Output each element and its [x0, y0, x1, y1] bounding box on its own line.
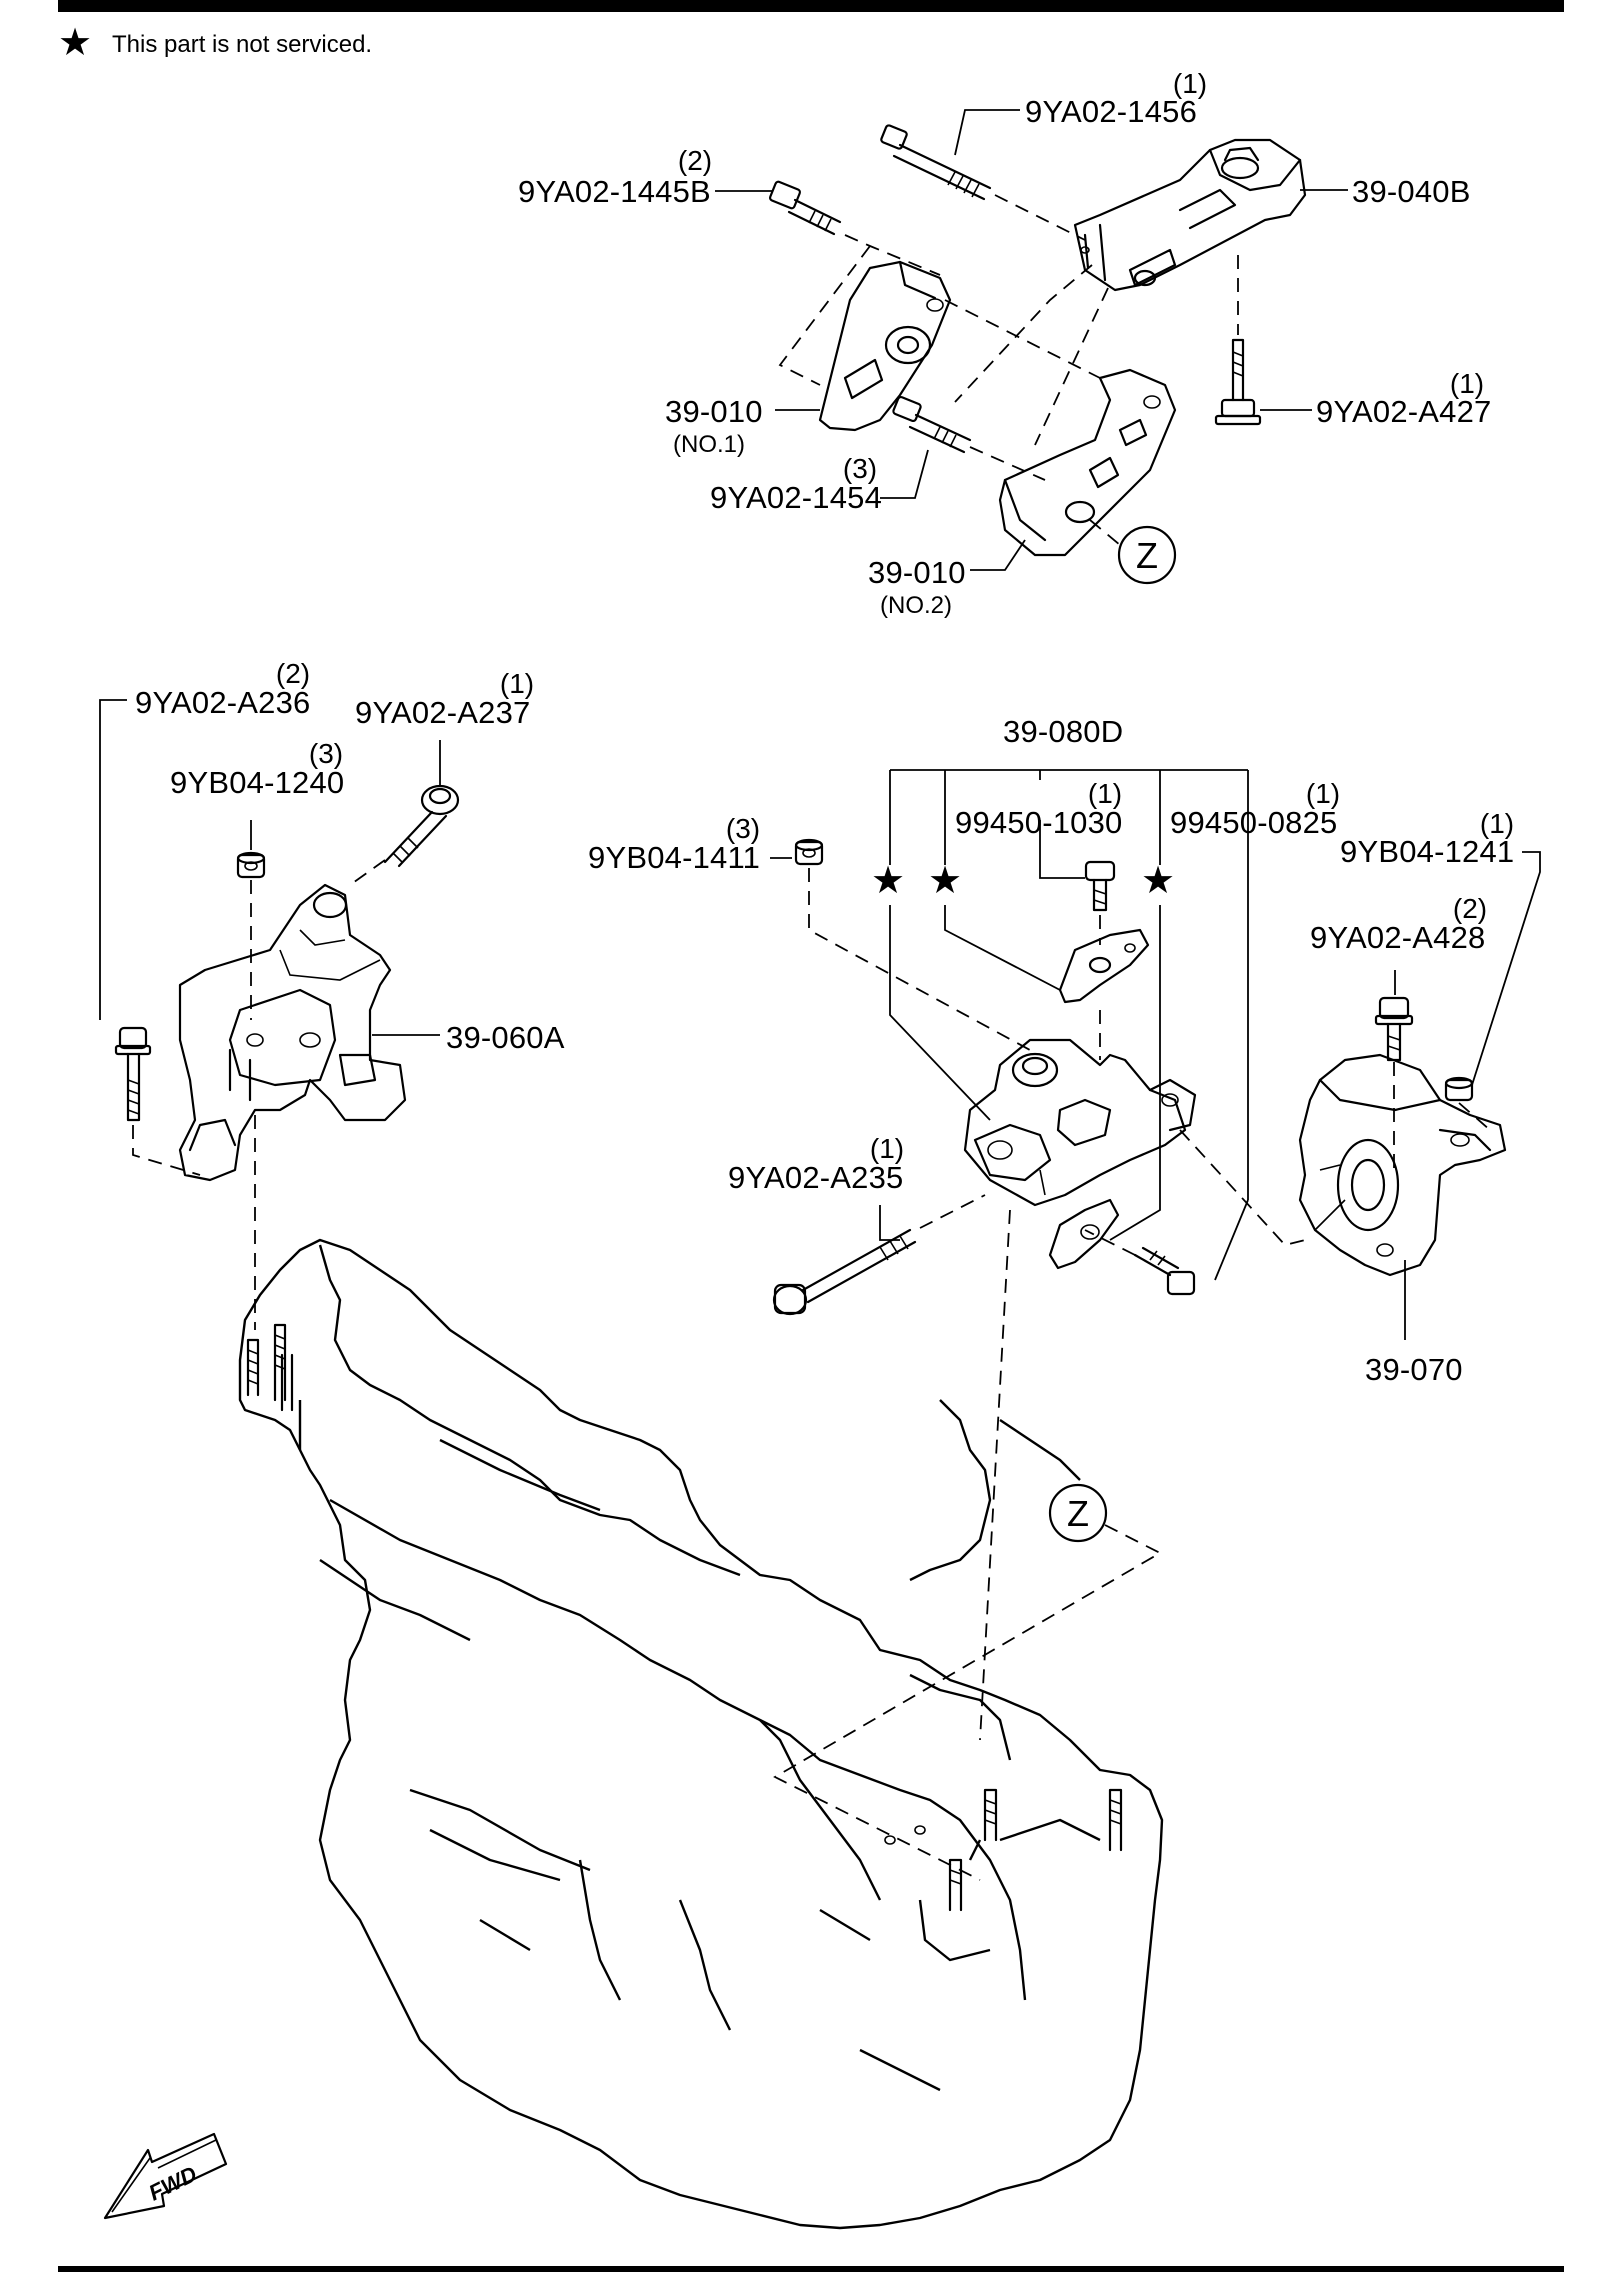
- qty-label: (1): [1088, 778, 1122, 809]
- part-number-label[interactable]: 39-040B: [1352, 174, 1471, 209]
- part-number-label[interactable]: 39-070: [1365, 1352, 1463, 1387]
- bracket-39-010-no1[interactable]: [818, 260, 952, 432]
- part-number-label[interactable]: 9YA02-A236: [135, 685, 311, 720]
- part-number-label[interactable]: 9YB04-1411: [588, 840, 760, 875]
- bolt-9ya02-1456[interactable]: [880, 124, 992, 201]
- zone-marker-z-bottom: Z: [773, 1483, 1162, 1881]
- star-icon: ★: [871, 860, 905, 902]
- star-icon: ★: [928, 860, 962, 902]
- part-number-label[interactable]: 9YA02-A237: [355, 695, 531, 730]
- qty-label: (3): [726, 813, 760, 844]
- nut-9yb04-1241[interactable]: [1444, 1076, 1474, 1102]
- guide-lines-left: [132, 859, 386, 1330]
- legend-note: ★ This part is not serviced.: [58, 22, 372, 64]
- part-labels: (1) 9YA02-1456 (2) 9YA02-1445B 39-040B 3…: [135, 68, 1514, 1387]
- engine-mount-39-070[interactable]: [1298, 1053, 1507, 1277]
- bolt-99450-1030[interactable]: [1084, 860, 1116, 912]
- engine-studs-left: [246, 1323, 294, 1412]
- bracket-39-080d-top[interactable]: [1058, 928, 1150, 1004]
- bottom-border: [58, 2266, 1564, 2272]
- qty-label: (1): [870, 1133, 904, 1164]
- legend-star-icon: ★: [58, 22, 92, 64]
- qty-label: (3): [843, 453, 877, 484]
- qty-label: (1): [1480, 808, 1514, 839]
- leader-tree-39-080d: [889, 769, 1249, 1281]
- bolt-9ya02-a235[interactable]: [772, 1228, 917, 1316]
- part-number-label[interactable]: 39-010: [868, 555, 966, 590]
- bolt-99450-0825[interactable]: [1133, 1246, 1196, 1296]
- qty-label: (2): [678, 145, 712, 176]
- part-number-label[interactable]: 99450-0825: [1170, 805, 1338, 840]
- qty-label: (1): [1450, 368, 1484, 399]
- engine-mount-39-040b[interactable]: [1073, 138, 1307, 292]
- zone-marker-z-top: Z: [1117, 525, 1177, 585]
- part-number-label[interactable]: 9YA02-A427: [1316, 394, 1492, 429]
- part-number-label[interactable]: 9YA02-1445B: [518, 174, 711, 209]
- nut-9yb04-1411[interactable]: [794, 838, 824, 866]
- qty-label: (1): [1173, 68, 1207, 99]
- engine-transaxle-outline: [238, 1238, 1164, 2230]
- sub-label: (NO.1): [673, 431, 745, 458]
- bolt-9ya02-a237[interactable]: [383, 784, 460, 868]
- guide-lines-top: [778, 194, 1239, 546]
- part-number-label[interactable]: 9YA02-1456: [1025, 94, 1197, 129]
- label-leaders: [99, 109, 1541, 1340]
- qty-label: (1): [1306, 778, 1340, 809]
- qty-label: (1): [500, 668, 534, 699]
- top-border: [58, 0, 1564, 12]
- bolt-9ya02-1454[interactable]: [892, 395, 972, 454]
- part-number-label[interactable]: 39-060A: [446, 1020, 565, 1055]
- part-number-label[interactable]: 9YB04-1241: [1340, 834, 1514, 869]
- part-number-label[interactable]: 9YA02-A428: [1310, 920, 1486, 955]
- part-number-label[interactable]: 9YA02-A235: [728, 1160, 904, 1195]
- bolt-9ya02-1445b[interactable]: [769, 180, 842, 236]
- bolt-9ya02-a427[interactable]: [1214, 338, 1262, 426]
- legend-text: This part is not serviced.: [112, 31, 372, 58]
- engine-mount-39-080d[interactable]: [963, 1038, 1197, 1207]
- bracket-39-010-no2[interactable]: [998, 368, 1177, 557]
- part-number-label[interactable]: 99450-1030: [955, 805, 1123, 840]
- bolt-9ya02-a428[interactable]: [1374, 996, 1414, 1062]
- star-icon: ★: [1141, 860, 1175, 902]
- sub-label: (NO.2): [880, 592, 952, 619]
- part-number-label[interactable]: 39-010: [665, 394, 763, 429]
- nut-9yb04-1240[interactable]: [236, 851, 266, 879]
- part-number-label[interactable]: 39-080D: [1003, 714, 1123, 749]
- qty-label: (2): [1453, 893, 1487, 924]
- fwd-label: FWD: [145, 2161, 201, 2205]
- svg-text:Z: Z: [1067, 1493, 1089, 1534]
- part-number-label[interactable]: 9YA02-1454: [710, 480, 882, 515]
- not-serviced-markers: ★ ★ ★: [871, 860, 1175, 902]
- qty-label: (3): [309, 738, 343, 769]
- engine-mount-39-060a[interactable]: [178, 883, 407, 1182]
- qty-label: (2): [276, 658, 310, 689]
- bracket-39-080d-small[interactable]: [1048, 1198, 1120, 1270]
- fwd-arrow-icon: FWD: [103, 2132, 228, 2220]
- bolt-9ya02-a236[interactable]: [114, 1026, 152, 1122]
- svg-text:Z: Z: [1136, 535, 1158, 576]
- guide-lines-center: [808, 868, 1491, 1741]
- part-number-label[interactable]: 9YB04-1240: [170, 765, 344, 800]
